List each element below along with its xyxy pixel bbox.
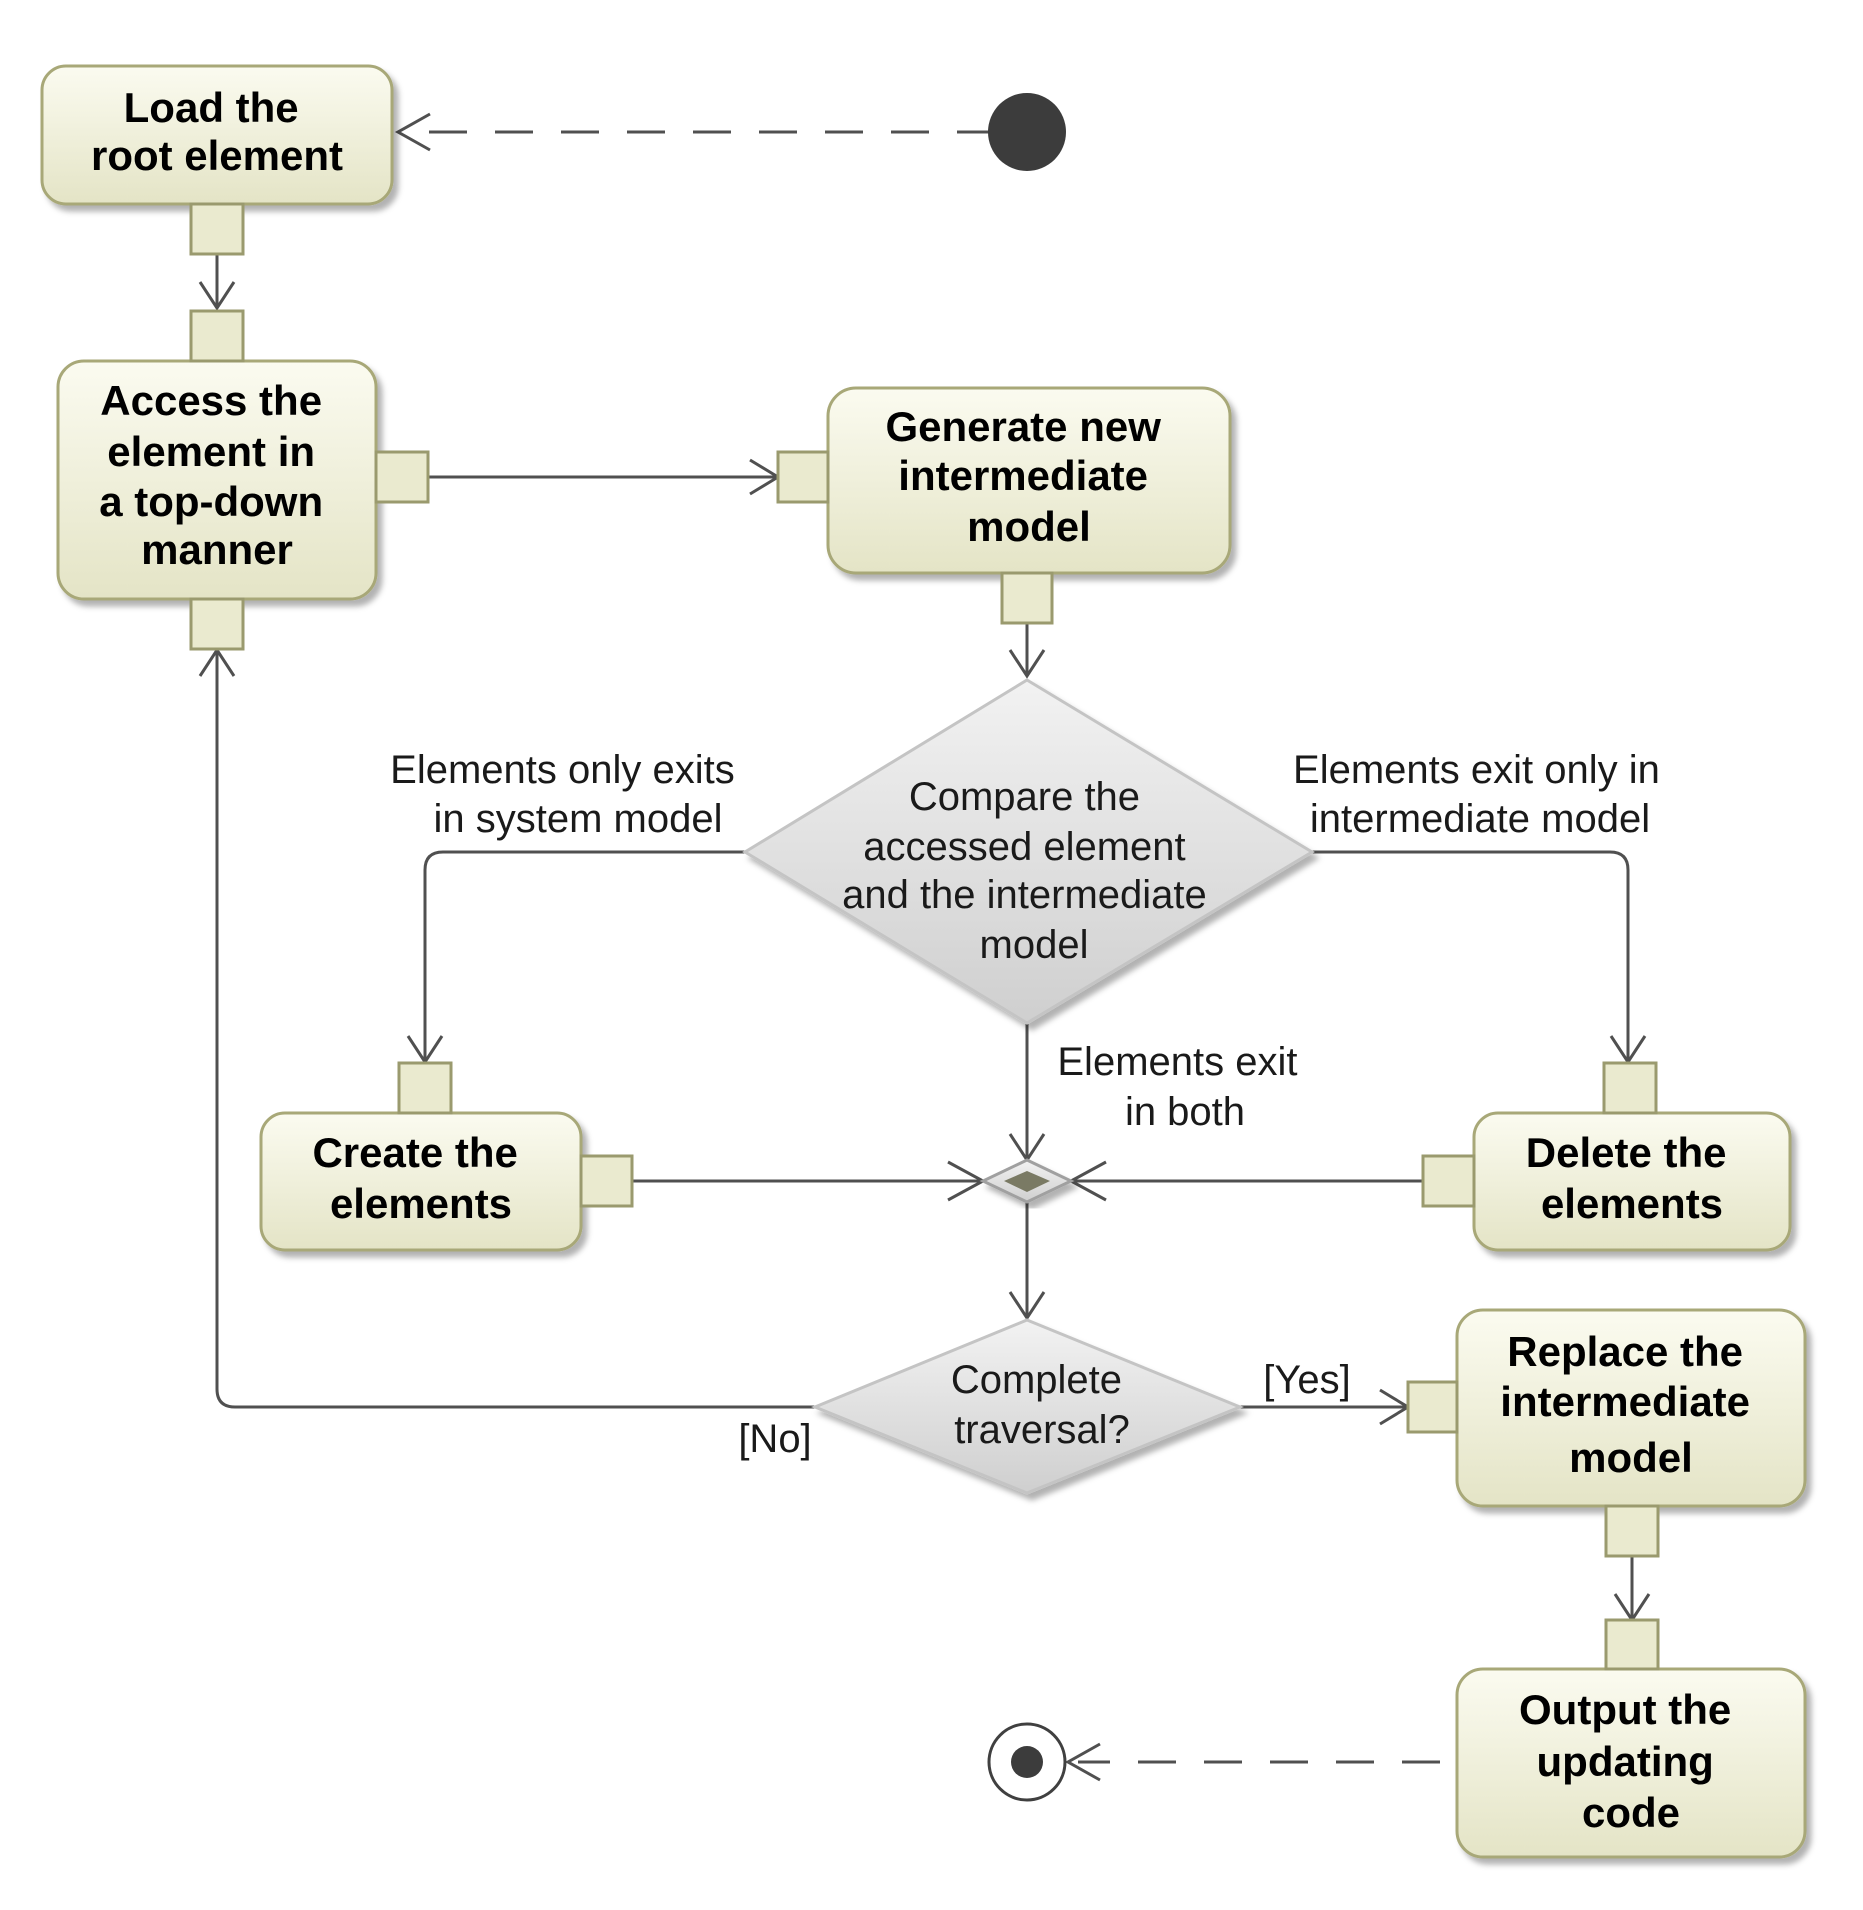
pin-load-out (189, 202, 245, 256)
flow-compare-to-delete (1312, 850, 1630, 1062)
final-node (987, 1722, 1067, 1802)
pin-replace-in (1406, 1380, 1459, 1434)
edge-label-only-system: Elements only exits in system model (390, 748, 746, 841)
control-flows (198, 112, 1651, 1782)
pin-delete-in (1602, 1061, 1658, 1115)
decision-complete-traversal (811, 1318, 1244, 1495)
pin-access-bottom (189, 597, 245, 651)
pin-generate-in (776, 450, 830, 504)
arrowhead-final (1064, 1742, 1101, 1782)
pin-generate-out (1000, 571, 1054, 625)
load-root-label: Load the root element (91, 84, 343, 179)
create-elements-label: Create the elements (312, 1129, 529, 1227)
pins (189, 202, 1660, 1671)
compare-decision-label: Compare the accessed element and the int… (842, 775, 1218, 967)
pin-output-in (1604, 1618, 1660, 1671)
edge-label-only-intermediate: Elements exit only in intermediate model (1293, 748, 1671, 841)
pin-access-in (189, 309, 245, 363)
delete-elements-label: Delete the elements (1526, 1129, 1738, 1227)
edge-label-both: Elements exit in both (1057, 1040, 1308, 1134)
edge-label-no: [No] (738, 1417, 811, 1461)
flow-traversal-no-loop (215, 650, 815, 1409)
decision-compare (742, 678, 1315, 1025)
replace-model-label: Replace the intermediate model (1500, 1328, 1761, 1481)
pin-access-right (374, 450, 430, 504)
edge-label-yes: [Yes] (1263, 1358, 1350, 1402)
pin-create-in (397, 1061, 453, 1115)
traversal-decision-label: Complete traversal? (951, 1358, 1133, 1452)
output-code-label: Output the updating code (1519, 1686, 1743, 1836)
arrowhead-traversal (1008, 1291, 1046, 1321)
initial-node (988, 93, 1066, 171)
pin-delete-out (1421, 1154, 1476, 1208)
flow-compare-to-create (423, 850, 745, 1062)
pin-create-out (579, 1154, 634, 1208)
merge-node-inner (1004, 1171, 1050, 1192)
arrowhead-compare (1008, 649, 1046, 679)
pin-replace-out (1604, 1504, 1660, 1558)
arrowhead-load (394, 112, 431, 152)
access-element-label: Access the element in a top-down manner (99, 377, 335, 573)
arrowhead-access-top (198, 281, 236, 311)
generate-model-label: Generate new intermediate model (885, 403, 1172, 550)
